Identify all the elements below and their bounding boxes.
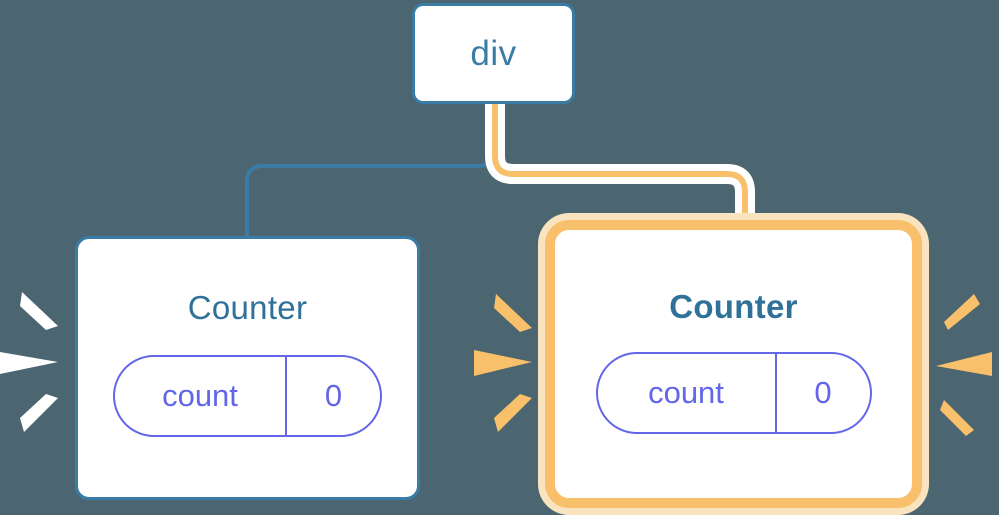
ray-white-middle (0, 352, 58, 374)
state-key: count (648, 375, 724, 410)
node-div-label: div (470, 33, 517, 73)
ray-orange-middle (474, 350, 532, 376)
rays-left (0, 292, 58, 432)
edge-div-to-counter-right (492, 104, 748, 232)
node-counter-left[interactable]: Counter count 0 (75, 236, 420, 500)
ray-orange-top (494, 294, 532, 332)
node-div[interactable]: div (412, 3, 575, 104)
ray-white-top (20, 292, 58, 330)
ray-orange-middle (936, 352, 992, 376)
ray-orange-bottom (494, 394, 532, 432)
node-counter-right[interactable]: Counter count 0 (545, 220, 922, 508)
state-pill: count 0 (595, 352, 872, 434)
node-counter-left-label: Counter (187, 289, 308, 326)
state-key: count (162, 378, 238, 413)
edge-div-to-counter-right-casing (485, 104, 755, 232)
node-counter-right-label: Counter (669, 288, 798, 325)
state-value: 0 (774, 354, 870, 432)
edge-div-to-counter-left (245, 101, 496, 240)
ray-orange-bottom (940, 400, 974, 436)
ray-orange-top (944, 294, 980, 330)
ray-white-bottom (20, 394, 58, 432)
rays-middle (474, 294, 532, 432)
state-pill: count 0 (113, 355, 382, 437)
state-value: 0 (285, 357, 380, 435)
rays-right (936, 294, 992, 436)
